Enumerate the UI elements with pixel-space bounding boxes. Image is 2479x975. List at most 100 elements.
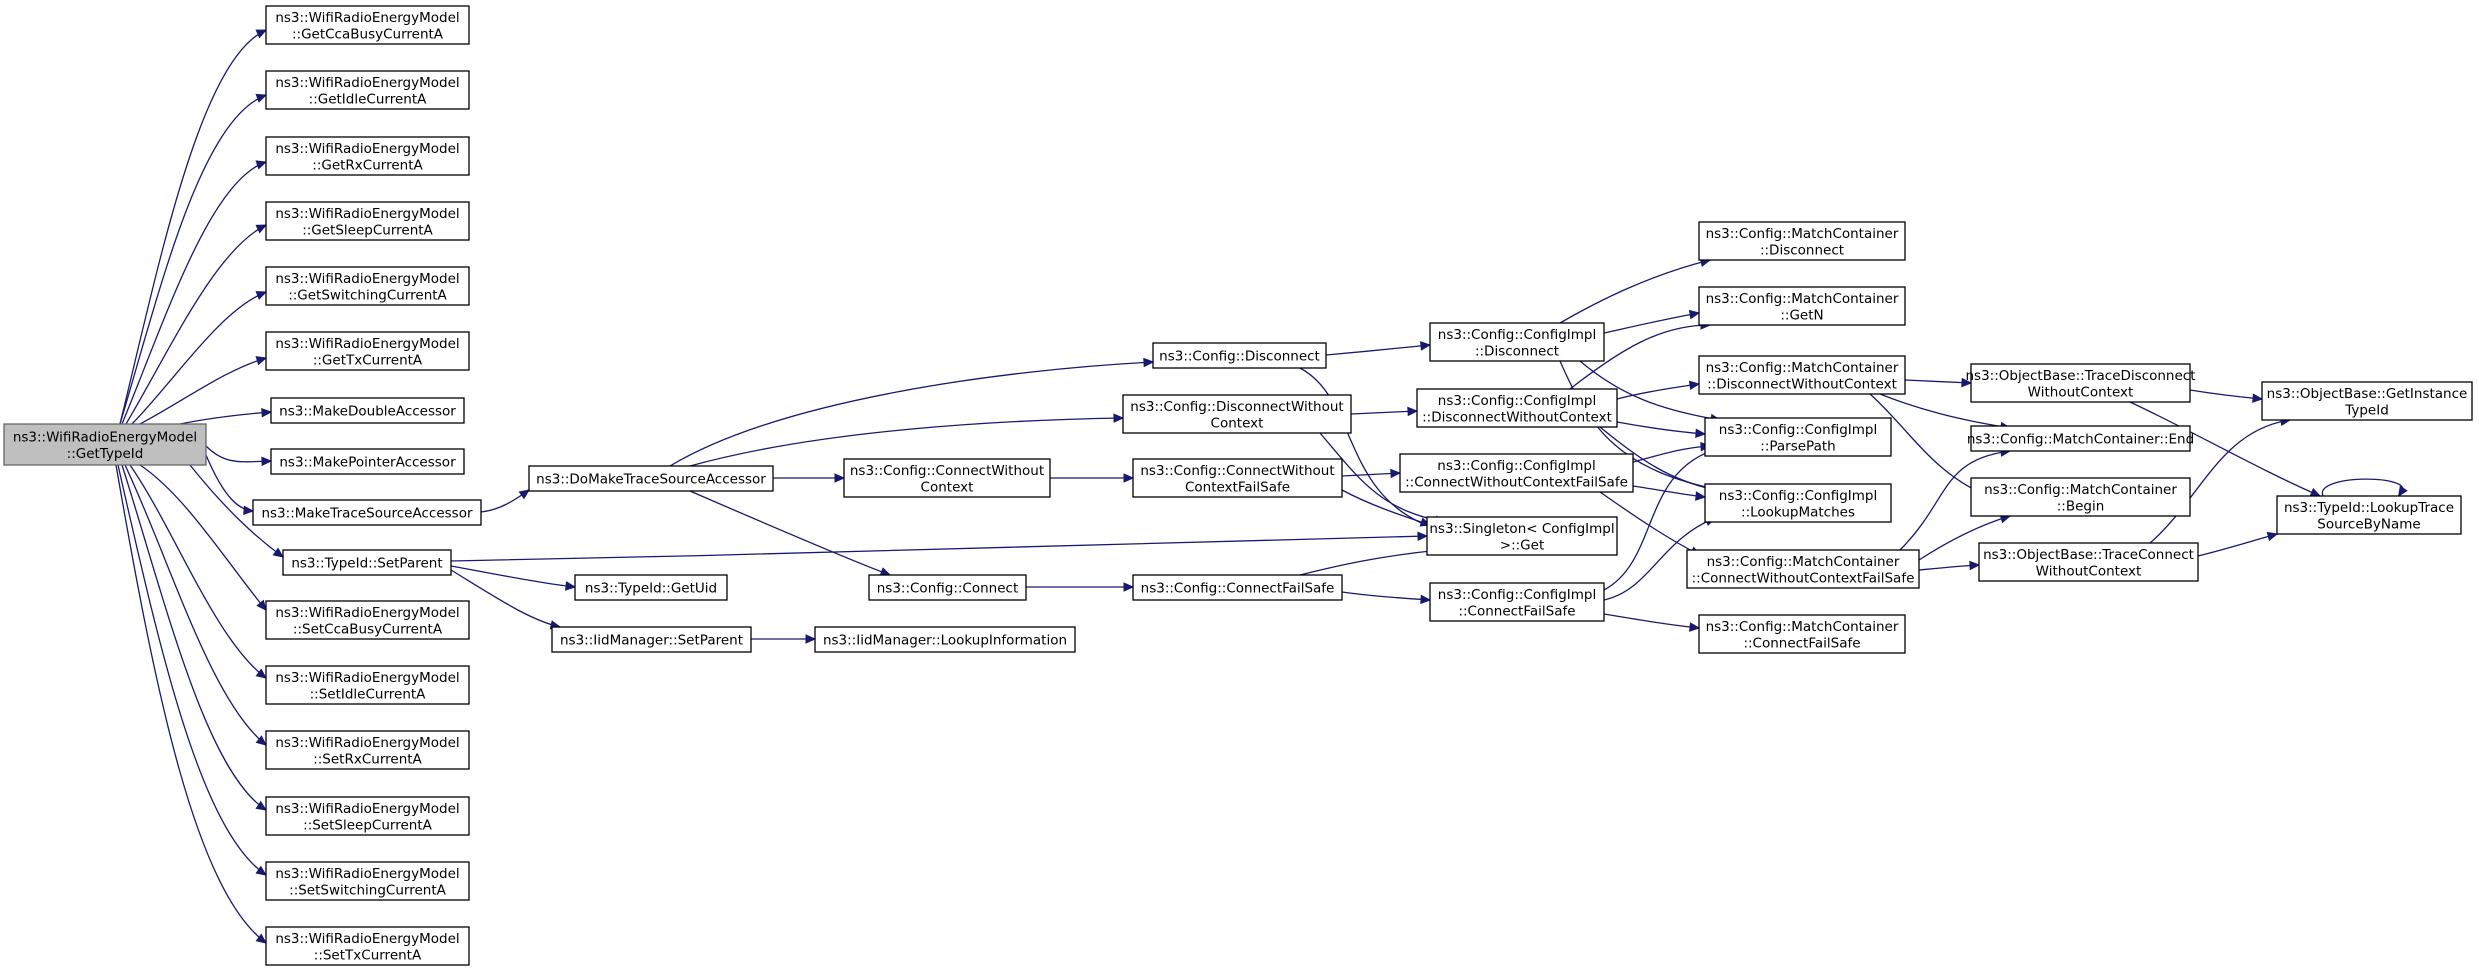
node-box[interactable] [1686,549,1920,589]
node-makePointer[interactable]: ns3::MakePointerAccessor [270,448,465,475]
node-box[interactable] [1970,363,2191,403]
node-setParent[interactable]: ns3::TypeId::SetParent [282,549,452,576]
node-getSleep[interactable]: ns3::WifiRadioEnergyModel::GetSleepCurre… [265,201,470,241]
node-box[interactable] [1132,574,1343,601]
node-box[interactable] [1152,342,1327,369]
node-box[interactable] [265,926,470,966]
node-box[interactable] [1399,453,1634,493]
node-box[interactable] [3,423,207,466]
node-label: >::Get [1500,537,1544,553]
node-setTx[interactable]: ns3::WifiRadioEnergyModel::SetTxCurrentA [265,926,470,966]
node-setSwitching[interactable]: ns3::WifiRadioEnergyModel::SetSwitchingC… [265,861,470,901]
node-box[interactable] [1704,483,1892,523]
node-box[interactable] [265,70,470,110]
node-mcBegin[interactable]: ns3::Config::MatchContainer::Begin [1970,477,2191,517]
node-label: ::ConnectFailSafe [1743,635,1860,651]
node-label: ::GetRxCurrentA [312,157,423,173]
node-implDisconnect[interactable]: ns3::Config::ConfigImpl::Disconnect [1429,322,1605,362]
node-implConnectFS[interactable]: ns3::Config::ConfigImpl::ConnectFailSafe [1429,582,1605,622]
node-box[interactable] [843,458,1051,498]
node-implConnectWCFS[interactable]: ns3::Config::ConfigImpl::ConnectWithoutC… [1399,453,1634,493]
node-cfgDisconnect[interactable]: ns3::Config::Disconnect [1152,342,1327,369]
node-getIdle[interactable]: ns3::WifiRadioEnergyModel::GetIdleCurren… [265,70,470,110]
node-singleton[interactable]: ns3::Singleton< ConfigImpl >::Get [1426,516,1618,556]
node-obTraceConnect[interactable]: ns3::ObjectBase::TraceConnectWithoutCont… [1978,542,2199,582]
node-label: ns3::ObjectBase::GetInstance [2267,386,2468,402]
node-implDisconnectWC[interactable]: ns3::Config::ConfigImpl::DisconnectWitho… [1416,388,1618,428]
node-box[interactable] [814,626,1076,653]
node-mcDisconnectWC[interactable]: ns3::Config::MatchContainer::DisconnectW… [1698,355,1906,395]
node-box[interactable] [1122,394,1352,434]
node-box[interactable] [1429,322,1605,362]
node-box[interactable] [1698,286,1906,326]
node-box[interactable] [528,465,774,492]
node-box[interactable] [265,331,470,371]
node-box[interactable] [1416,388,1618,428]
node-box[interactable] [270,397,465,424]
edge-line [1603,517,1716,601]
node-setIdle[interactable]: ns3::WifiRadioEnergyModel::SetIdleCurren… [265,665,470,705]
node-label: ns3::ObjectBase::TraceConnect [1983,547,2194,563]
node-setRx[interactable]: ns3::WifiRadioEnergyModel::SetRxCurrentA [265,730,470,770]
node-getRx[interactable]: ns3::WifiRadioEnergyModel::GetRxCurrentA [265,136,470,176]
node-box[interactable] [265,201,470,241]
node-label: ::SetSwitchingCurrentA [289,882,446,898]
node-box[interactable] [1978,542,2199,582]
node-setCcaBusy[interactable]: ns3::WifiRadioEnergyModel::SetCcaBusyCur… [265,600,470,640]
node-cfgConnectFS[interactable]: ns3::Config::ConnectFailSafe [1132,574,1343,601]
node-box[interactable] [2276,495,2462,535]
node-box[interactable] [1704,417,1892,457]
node-box[interactable] [252,499,482,526]
node-iidLookup[interactable]: ns3::IidManager::LookupInformation [814,626,1076,653]
node-box[interactable] [1426,516,1618,556]
node-box[interactable] [282,549,452,576]
node-cfgConnect[interactable]: ns3::Config::Connect [868,574,1027,601]
node-box[interactable] [265,136,470,176]
node-box[interactable] [265,796,470,836]
node-getCcaBusy[interactable]: ns3::WifiRadioEnergyModel::GetCcaBusyCur… [265,5,470,45]
node-doMake[interactable]: ns3::DoMakeTraceSourceAccessor [528,465,774,492]
node-box[interactable] [1698,221,1906,261]
node-box[interactable] [551,626,752,653]
node-box[interactable] [2261,381,2473,421]
node-getTx[interactable]: ns3::WifiRadioEnergyModel::GetTxCurrentA [265,331,470,371]
node-makeDouble[interactable]: ns3::MakeDoubleAccessor [270,397,465,424]
edge-line [1569,324,1711,390]
node-obTraceDisconnect[interactable]: ns3::ObjectBase::TraceDisconnectWithoutC… [1965,363,2196,403]
node-mcEnd[interactable]: ns3::Config::MatchContainer::End [1967,425,2194,452]
node-box[interactable] [1132,458,1343,498]
node-box[interactable] [265,266,470,306]
node-mcConnectWCFS[interactable]: ns3::Config::MatchContainer::ConnectWith… [1686,549,1920,589]
node-cfgConnectWC[interactable]: ns3::Config::ConnectWithoutContext [843,458,1051,498]
node-box[interactable] [265,730,470,770]
node-box[interactable] [574,574,728,601]
node-cfgConnectWCFS[interactable]: ns3::Config::ConnectWithoutContextFailSa… [1132,458,1343,498]
node-box[interactable] [265,665,470,705]
node-box[interactable] [265,600,470,640]
node-box[interactable] [1698,355,1906,395]
node-lookupMatches[interactable]: ns3::Config::ConfigImpl::LookupMatches [1704,483,1892,523]
node-getSwitching[interactable]: ns3::WifiRadioEnergyModel::GetSwitchingC… [265,266,470,306]
node-box[interactable] [1970,425,2191,452]
node-cfgDisconnectWC[interactable]: ns3::Config::DisconnectWithoutContext [1122,394,1352,434]
edge-cfgConnectFS-to-implConnectFS [1341,591,1432,605]
node-iidSetParent[interactable]: ns3::IidManager::SetParent [551,626,752,653]
node-box[interactable] [1429,582,1605,622]
node-getUid[interactable]: ns3::TypeId::GetUid [574,574,728,601]
node-box[interactable] [868,574,1027,601]
node-box[interactable] [265,5,470,45]
node-makeTrace[interactable]: ns3::MakeTraceSourceAccessor [252,499,482,526]
node-parsePath[interactable]: ns3::Config::ConfigImpl::ParsePath [1704,417,1892,457]
node-box[interactable] [270,448,465,475]
node-box[interactable] [265,861,470,901]
node-label: ::SetSleepCurrentA [303,817,432,833]
node-mcGetN[interactable]: ns3::Config::MatchContainer::GetN [1698,286,1906,326]
node-mcDisconnect[interactable]: ns3::Config::MatchContainer::Disconnect [1698,221,1906,261]
node-setSleep[interactable]: ns3::WifiRadioEnergyModel::SetSleepCurre… [265,796,470,836]
node-box[interactable] [1970,477,2191,517]
node-mcConnectFS[interactable]: ns3::Config::MatchContainer::ConnectFail… [1698,614,1906,654]
node-root[interactable]: ns3::WifiRadioEnergyModel::GetTypeId [3,423,207,466]
node-box[interactable] [1698,614,1906,654]
